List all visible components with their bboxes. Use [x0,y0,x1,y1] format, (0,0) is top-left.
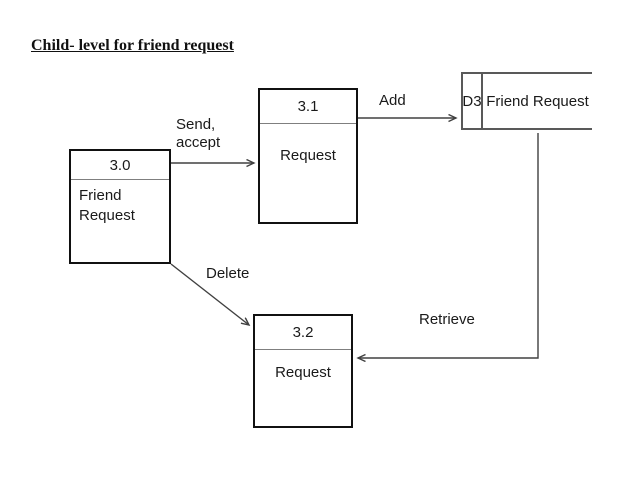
process-3-1-name: Request [280,147,336,164]
flow-retrieve-arrow [358,133,539,358]
process-3-2: 3.2 Request [253,314,353,428]
diagram-title: Child- level for friend request [31,37,234,54]
datastore-d3: D3 Friend Request [461,72,592,130]
flow-label-retrieve: Retrieve [419,311,475,328]
flow-label-delete: Delete [206,265,250,282]
process-3-1-id: 3.1 [260,90,356,124]
process-3-2-name: Request [275,364,331,381]
process-3-0-id: 3.0 [71,151,169,180]
flow-delete-arrow [170,263,249,325]
datastore-d3-id: D3 [462,74,483,128]
process-3-1: 3.1 Request [258,88,358,224]
datastore-d3-name: Friend Request [486,92,589,110]
process-3-0-name: Friend Request [79,187,135,224]
process-3-0: 3.0 Friend Request [69,149,171,264]
flow-label-send-accept: Send, accept [176,116,221,151]
flow-label-add: Add [379,92,406,109]
process-3-2-id: 3.2 [255,316,351,350]
